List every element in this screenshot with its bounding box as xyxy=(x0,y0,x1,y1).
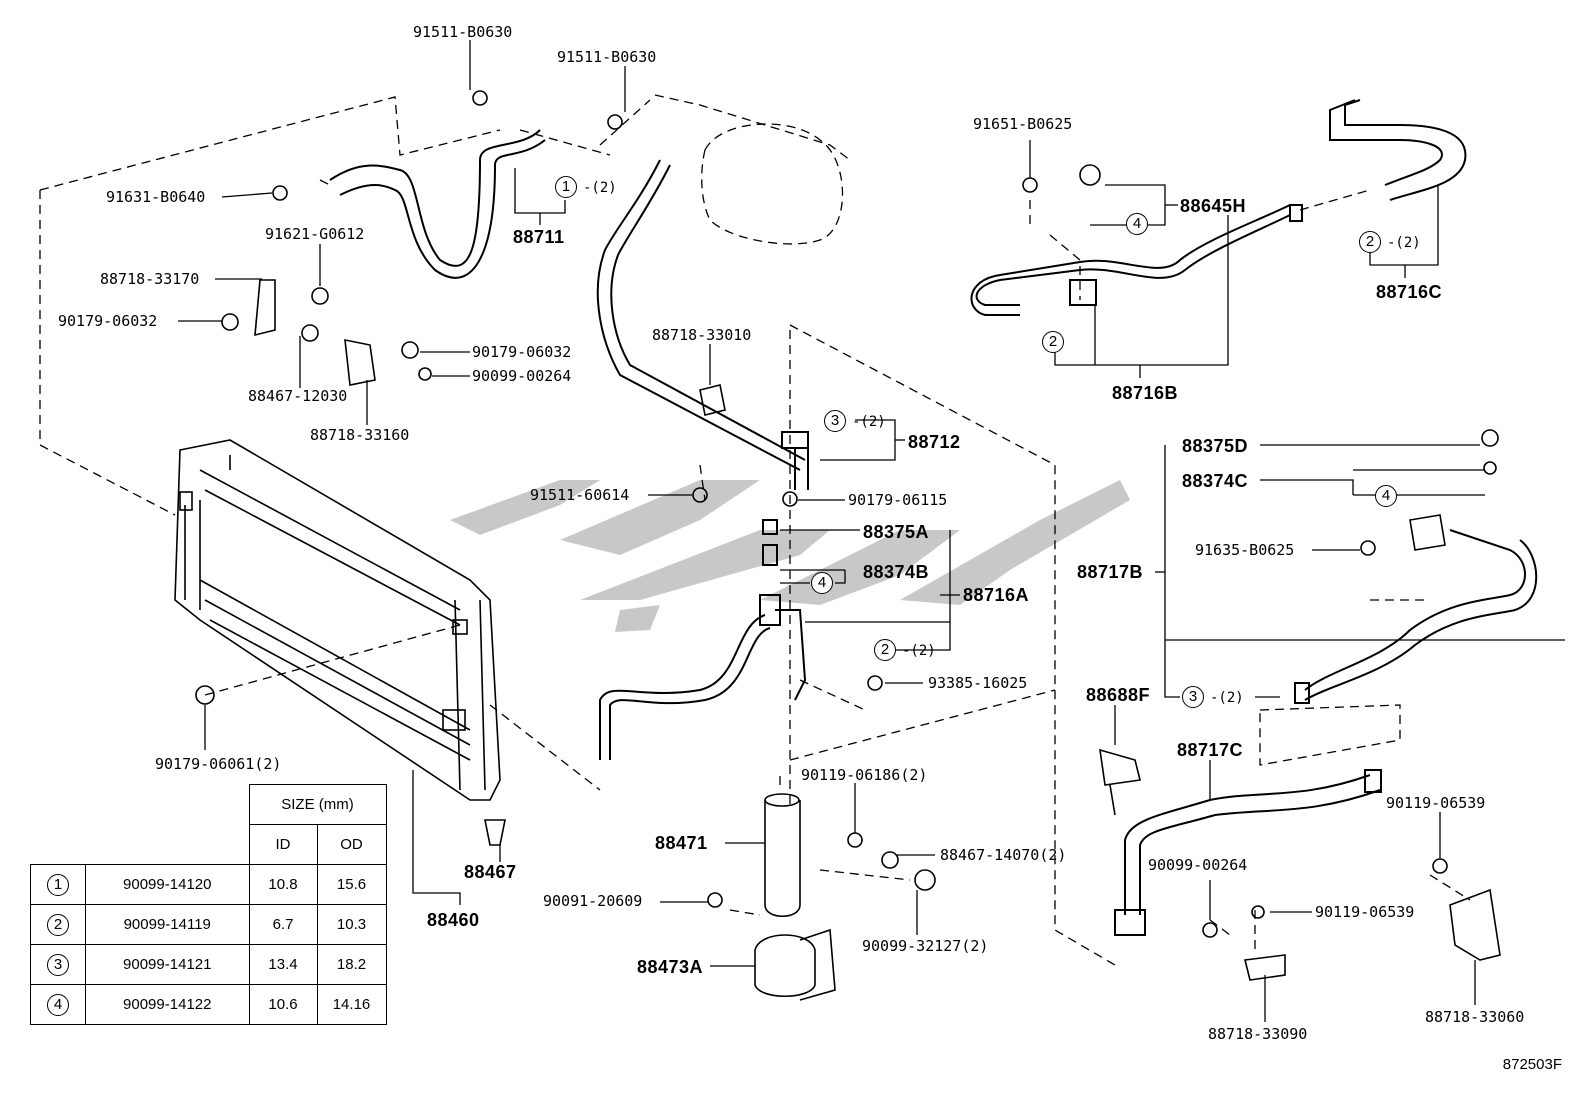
callout-4-88374b: 4 xyxy=(811,572,833,594)
callout-2-88716b: 2 xyxy=(1042,331,1064,353)
label-88375d: 88375D xyxy=(1182,436,1249,456)
qty-callout-3-88717b: -(2) xyxy=(1210,690,1244,706)
callout-2-88716c: 2 xyxy=(1359,231,1381,253)
row-part-number: 90099-14119 xyxy=(85,904,250,945)
label-90179-06115: 90179-06115 xyxy=(848,491,948,509)
row-number: 3 xyxy=(47,953,69,976)
hose-88716c xyxy=(1329,99,1467,201)
label-88467-14070: 88467-14070(2) xyxy=(940,846,1067,864)
label-88374b: 88374B xyxy=(863,562,930,582)
leader-lines xyxy=(178,40,1565,1022)
label-90179-06032-left: 90179-06032 xyxy=(58,312,158,330)
label-88471: 88471 xyxy=(655,833,708,853)
label-88645h: 88645H xyxy=(1180,196,1247,216)
row-od: 18.2 xyxy=(316,944,387,985)
size-header: SIZE (mm) xyxy=(248,784,387,825)
row-number: 2 xyxy=(47,913,69,936)
pipe-88712 xyxy=(596,159,809,490)
label-88712: 88712 xyxy=(908,432,961,452)
diagram-code: 872503F xyxy=(1502,1056,1562,1073)
callout-2-88716a: 2 xyxy=(874,639,896,661)
label-88716b: 88716B xyxy=(1112,383,1179,403)
hardware xyxy=(195,90,1501,981)
label-88718-33170: 88718-33170 xyxy=(100,270,200,288)
od-header: OD xyxy=(316,824,387,865)
table-row: 1 90099-14120 10.8 15.6 xyxy=(30,864,387,905)
row-part-number: 90099-14121 xyxy=(85,944,250,985)
qty-callout-2-88716c: -(2) xyxy=(1387,235,1421,251)
label-91511-b0630: 91511-B0630 xyxy=(557,48,657,66)
row-id: 10.8 xyxy=(248,864,318,905)
receiver-dryer-88471 xyxy=(754,793,836,1001)
pipe-88717b xyxy=(1294,529,1538,704)
label-90099-32127: 90099-32127(2) xyxy=(862,937,989,955)
row-part-number: 90099-14120 xyxy=(85,864,250,905)
label-88716c: 88716C xyxy=(1376,282,1443,302)
dashed-guides xyxy=(39,94,1471,966)
table-row: 3 90099-14121 13.4 18.2 xyxy=(30,944,387,985)
row-od: 15.6 xyxy=(316,864,387,905)
hose-88711 xyxy=(329,129,546,279)
label-91511-b0630-upper: 91511-B0630 xyxy=(413,23,513,41)
callout-1: 1 xyxy=(555,176,577,198)
callout-4-88374c: 4 xyxy=(1375,485,1397,507)
row-part-number: 90099-14122 xyxy=(85,984,250,1025)
label-88718-33090: 88718-33090 xyxy=(1208,1025,1308,1043)
label-90119-06539-lower: 90119-06539 xyxy=(1315,903,1415,921)
row-od: 14.16 xyxy=(316,984,387,1025)
label-90091-20609: 90091-20609 xyxy=(543,892,643,910)
label-90099-00264-lower: 90099-00264 xyxy=(1148,856,1248,874)
label-90179-06032-right: 90179-06032 xyxy=(472,343,572,361)
label-91651-b0625: 91651-B0625 xyxy=(973,115,1073,133)
label-88718-33160: 88718-33160 xyxy=(310,426,410,444)
label-88467-12030: 88467-12030 xyxy=(248,387,348,405)
label-88717b: 88717B xyxy=(1077,562,1144,582)
label-88717c: 88717C xyxy=(1177,740,1244,760)
label-91511-60614: 91511-60614 xyxy=(530,486,630,504)
label-88716a: 88716A xyxy=(963,585,1030,605)
label-93385-16025: 93385-16025 xyxy=(928,674,1028,692)
table-row: 2 90099-14119 6.7 10.3 xyxy=(30,904,387,945)
watermark-logo xyxy=(450,480,1130,632)
oring-size-table: SIZE (mm) ID OD 1 90099-14120 10.8 15.6 … xyxy=(30,784,387,1025)
pipe-88716a xyxy=(599,519,807,760)
label-88374c: 88374C xyxy=(1182,471,1249,491)
row-id: 6.7 xyxy=(248,904,318,945)
callout-3-88717b: 3 xyxy=(1182,686,1204,708)
condenser-88460 xyxy=(174,439,501,801)
label-91635-b0625: 91635-B0625 xyxy=(1195,541,1295,559)
label-88718-33060: 88718-33060 xyxy=(1425,1008,1525,1026)
id-header: ID xyxy=(248,824,318,865)
table-row: 4 90099-14122 10.6 14.16 xyxy=(30,984,387,1025)
label-90099-00264-upper: 90099-00264 xyxy=(472,367,572,385)
label-90119-06539-upper: 90119-06539 xyxy=(1386,794,1486,812)
callout-4-88645h: 4 xyxy=(1126,213,1148,235)
label-88718-33010: 88718-33010 xyxy=(652,326,752,344)
label-90179-06061: 90179-06061(2) xyxy=(155,755,282,773)
compressor-outline xyxy=(701,123,844,245)
row-od: 10.3 xyxy=(316,904,387,945)
qty-callout-3-88712: -(2) xyxy=(852,414,886,430)
label-91621-g0612: 91621-G0612 xyxy=(265,225,365,243)
label-88711: 88711 xyxy=(513,227,565,247)
pipe-88716b xyxy=(970,204,1303,316)
label-88467: 88467 xyxy=(464,862,517,882)
label-88688f: 88688F xyxy=(1086,685,1151,705)
label-88460: 88460 xyxy=(427,910,480,930)
label-88473a: 88473A xyxy=(637,957,704,977)
row-number: 1 xyxy=(47,873,69,896)
callout-3-88712: 3 xyxy=(824,410,846,432)
row-number: 4 xyxy=(47,993,69,1016)
qty-callout-1: -(2) xyxy=(583,180,617,196)
label-91631-b0640: 91631-B0640 xyxy=(106,188,206,206)
label-88375a: 88375A xyxy=(863,522,930,542)
label-90119-06186: 90119-06186(2) xyxy=(801,766,928,784)
qty-callout-2-88716a: -(2) xyxy=(902,643,936,659)
row-id: 10.6 xyxy=(248,984,318,1025)
row-id: 13.4 xyxy=(248,944,318,985)
